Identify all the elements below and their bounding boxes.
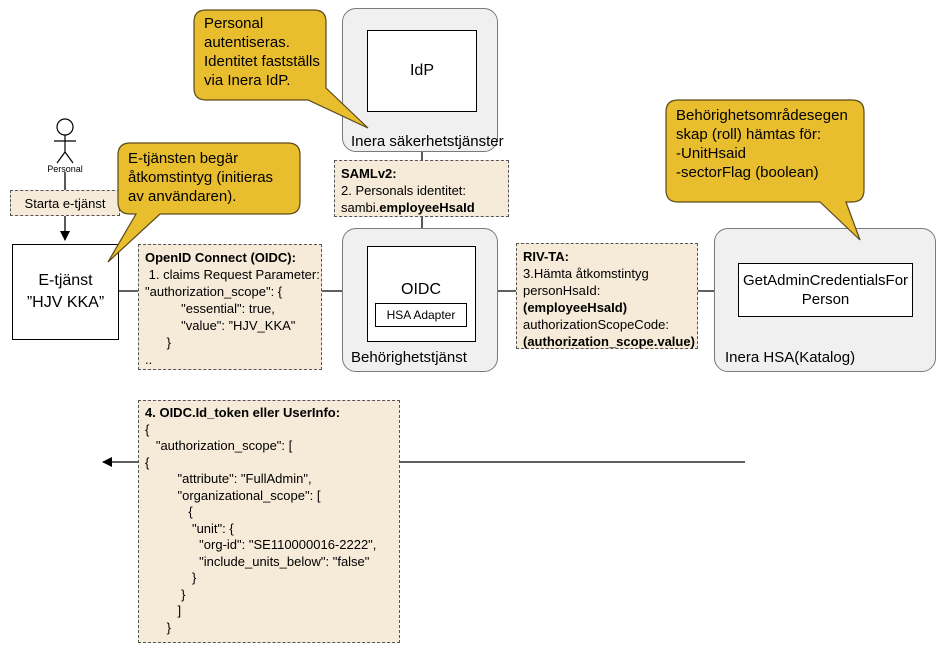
etjanst-line2: ”HJV KKA” <box>26 294 105 311</box>
start-note: Starta e-tjänst <box>10 190 120 216</box>
oidc-note-line: "value": ”HJV_KKA" <box>145 318 296 333</box>
token-line: "include_units_below": "false" <box>145 553 370 569</box>
rivta-heading: RIV-TA: <box>523 249 569 264</box>
token-note: 4. OIDC.Id_token eller UserInfo: { "auth… <box>138 400 400 643</box>
saml-line2-prefix: sambi. <box>341 200 380 215</box>
callout-etjanst-text: E-tjänsten begär åtkomstintyg (initieras… <box>128 150 274 205</box>
token-line: { <box>145 454 150 470</box>
callout-etjanst <box>107 142 301 263</box>
token-line: { <box>145 421 150 437</box>
token-line: "unit": { <box>145 520 234 536</box>
token-heading: 4. OIDC.Id_token eller UserInfo: <box>145 405 341 420</box>
token-line: } <box>145 586 186 602</box>
idp-group-title: Inera säkerhetstjänster <box>351 133 504 150</box>
token-line: "org-id": "SE110000016-2222", <box>145 537 377 552</box>
token-line: ] <box>145 603 182 618</box>
saml-heading: SAMLv2: <box>341 166 397 181</box>
idp-box: IdP <box>367 30 477 112</box>
callout-personal-text: Personal autentiseras. Identitet faststä… <box>204 15 320 89</box>
actor-icon <box>54 118 76 164</box>
hsa-group-title: Inera HSA(Katalog) <box>725 349 856 366</box>
rivta-line1: 3.Hämta åtkomstintyg <box>523 266 649 281</box>
rivta-line2: personHsaId: <box>523 283 601 298</box>
callout-personal <box>193 9 369 129</box>
token-line: "authorization_scope": [ <box>145 438 293 453</box>
oidc-note-line: "authorization_scope": { <box>145 284 283 299</box>
callout-behorighet <box>665 99 865 241</box>
etjanst-box: E-tjänst ”HJV KKA” <box>12 244 119 340</box>
token-line: { <box>145 504 193 519</box>
token-line: } <box>145 570 197 585</box>
behorighet-group-title: Behörighetstjänst <box>351 349 467 366</box>
oidc-label: OIDC <box>401 281 441 298</box>
token-line: } <box>145 619 172 635</box>
saml-line2: sambi.employeeHsaId <box>341 199 502 216</box>
saml-line2-bold: employeeHsaId <box>379 200 475 215</box>
oidc-box: OIDC HSA Adapter <box>367 246 476 342</box>
get-admin-credentials-box: GetAdminCredentialsFor Person <box>738 263 913 317</box>
oidc-note-line: "essential": true, <box>145 301 275 316</box>
rivta-line3: (employeeHsaId) <box>523 300 628 315</box>
oidc-note-line: .. <box>145 352 153 367</box>
token-line: "attribute": "FullAdmin", <box>145 471 312 486</box>
saml-line1: 2. Personals identitet: <box>341 183 467 198</box>
actor-label: Personal <box>47 164 83 174</box>
token-line: "organizational_scope": [ <box>145 487 321 503</box>
hsa-adapter-box: HSA Adapter <box>375 303 467 327</box>
oidc-note-line: 1. claims Request Parameter: <box>145 267 320 282</box>
rivta-note: RIV-TA: 3.Hämta åtkomstintyg personHsaId… <box>516 243 698 349</box>
oidc-note-heading: OpenID Connect (OIDC): <box>145 250 296 265</box>
oidc-note-line: } <box>145 335 172 350</box>
oidc-request-note: OpenID Connect (OIDC): 1. claims Request… <box>138 244 322 370</box>
saml-note: SAMLv2: 2. Personals identitet: sambi.em… <box>334 160 509 217</box>
rivta-line5: (authorization_scope.value) <box>523 334 695 349</box>
rivta-line4: authorizationScopeCode: <box>523 317 669 332</box>
callout-behorighet-text: Behörighetsområdesegen skap (roll) hämta… <box>676 107 848 181</box>
etjanst-line1: E-tjänst <box>38 272 93 289</box>
